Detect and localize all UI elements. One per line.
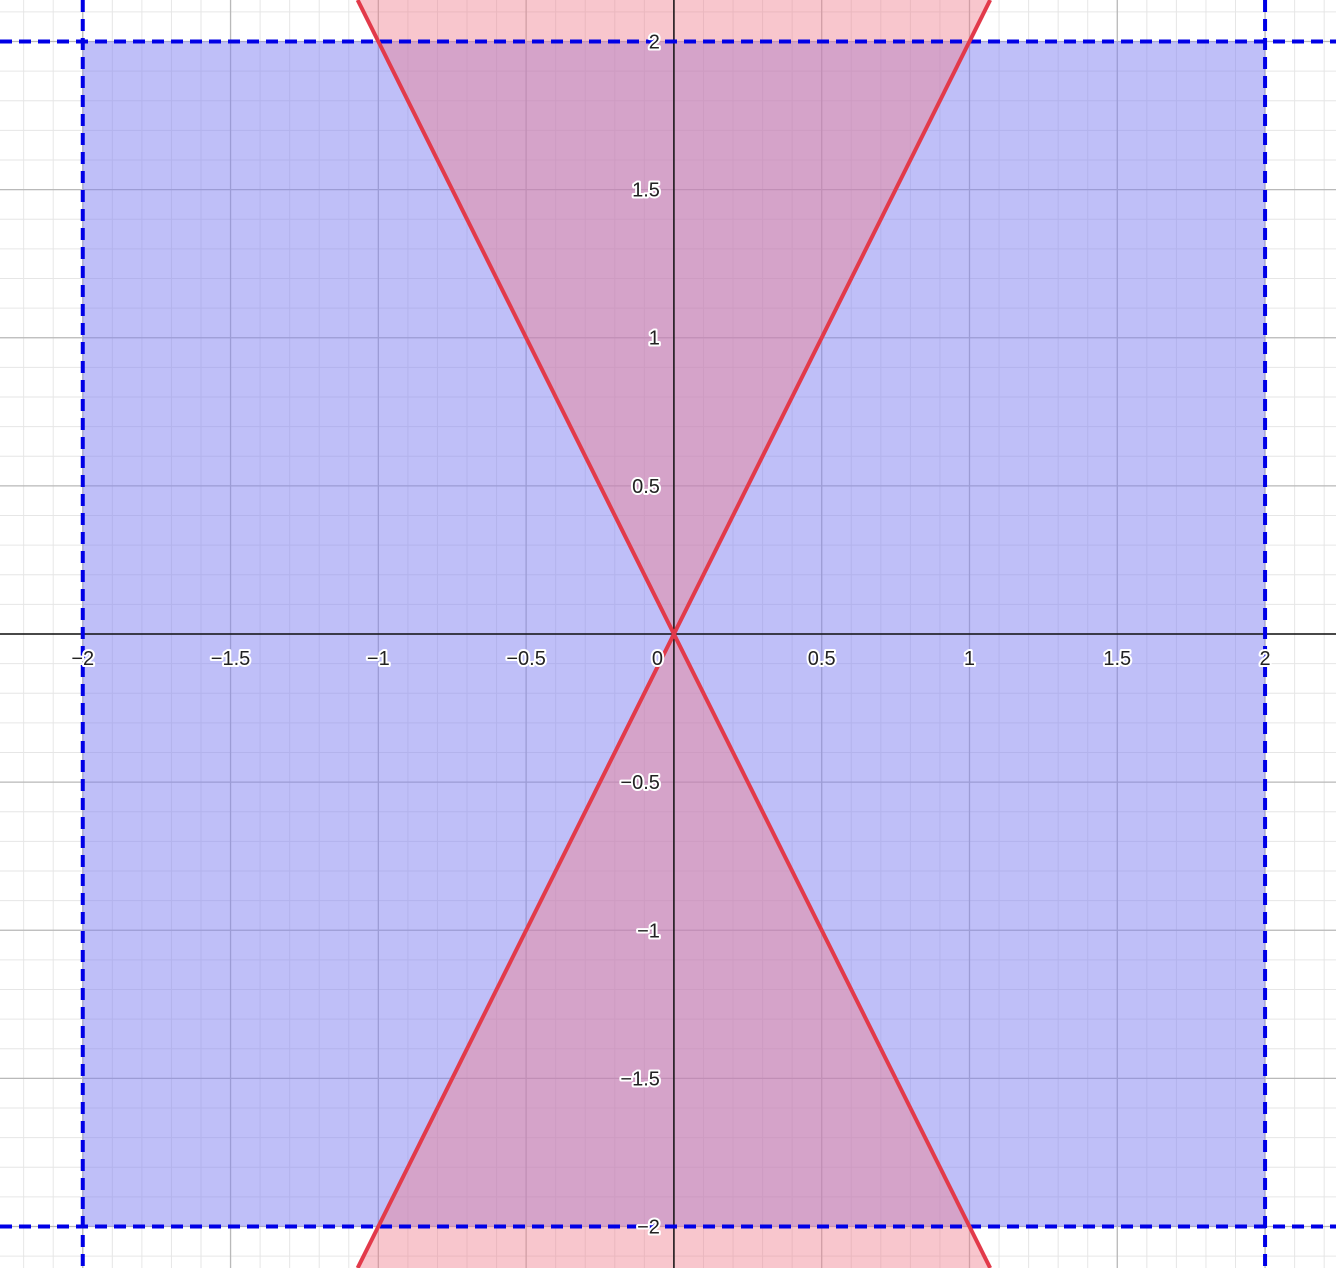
y-tick-label: 1.5 [632, 180, 660, 202]
x-tick-label: 2 [1259, 648, 1270, 670]
y-tick-label: 1 [649, 328, 660, 350]
tick-labels: −2 −1.5 −1 −0.5 0 0.5 1 1.5 2 2 1.5 1 0.5 −0.5 −1 −1.5 −… [69, 29, 1272, 1240]
y-tick-label: −2 [637, 1217, 660, 1239]
x-tick-label: −1.5 [211, 648, 250, 670]
x-tick-label: 0.5 [808, 648, 836, 670]
y-tick-label: −1 [637, 920, 660, 942]
x-tick-label: 0 [652, 648, 663, 670]
x-tick-label: −2 [71, 648, 94, 670]
x-tick-label: −0.5 [506, 648, 545, 670]
x-tick-label: 1.5 [1103, 648, 1131, 670]
x-tick-label: −1 [367, 648, 390, 670]
x-tick-label: 1 [964, 648, 975, 670]
y-tick-label: −1.5 [620, 1068, 659, 1090]
y-tick-label: −0.5 [620, 772, 659, 794]
y-tick-label: 2 [649, 31, 660, 53]
red-line-negative-slope [355, 0, 992, 1268]
y-tick-label: 0.5 [632, 476, 660, 498]
